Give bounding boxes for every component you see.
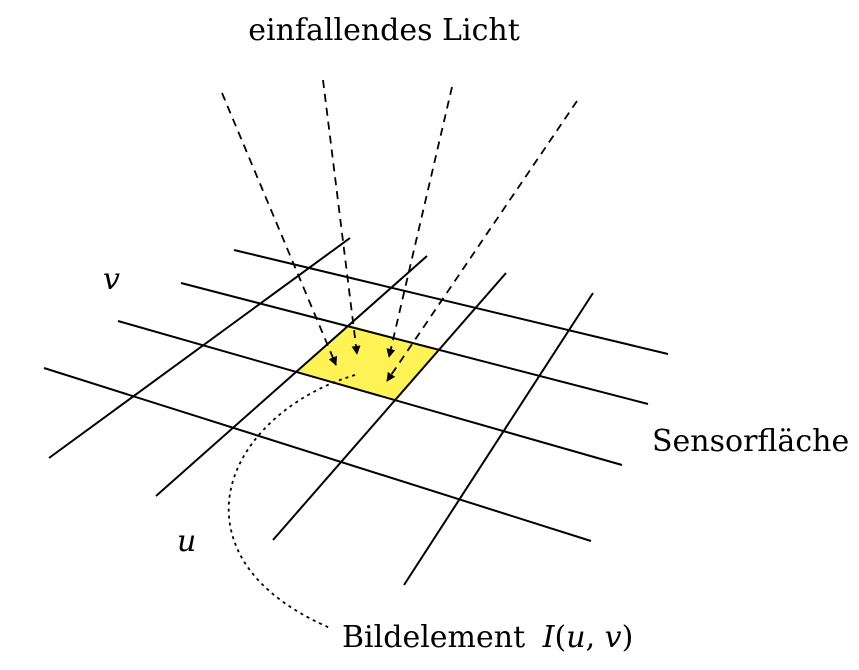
pixel-label-fn: I [542,620,556,655]
light-ray [386,100,578,382]
grid-column-line [403,292,594,586]
pixel-label-close: ) [622,620,634,655]
sensor-surface-label: Sensorfläche [652,424,849,459]
grid-column-line [272,272,507,541]
grid-row-line [180,282,649,405]
grid-column-line [48,237,351,459]
light-ray [386,86,453,358]
light-ray [221,92,338,366]
sensor-grid-columns [48,237,594,586]
sensor-grid-rows [43,249,669,542]
incident-light-label: einfallendes Licht [248,13,520,48]
pixel-label-v: v [605,620,622,655]
grid-row-line [43,367,592,542]
pixel-label: Bildelement I(u, v) [342,620,633,655]
grid-row-line [233,249,669,355]
pixel-label-open: ( [555,620,567,655]
axis-v-label: v [103,262,120,297]
pixel-label-u: u [566,620,585,655]
light-ray [322,79,361,355]
pixel-label-prefix: Bildelement [342,620,525,655]
grid-column-line [155,255,428,497]
incident-light-rays [221,79,578,382]
axis-u-label: u [177,524,196,559]
pixel-label-sep: , [586,620,605,655]
pixel-leader-curve [227,374,356,629]
